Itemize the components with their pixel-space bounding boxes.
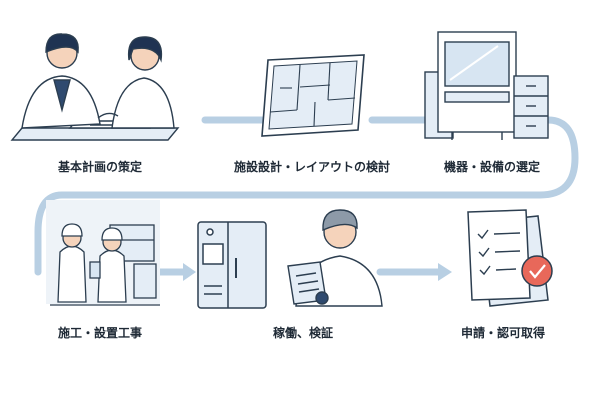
step-label-equipment-selection: 機器・設備の選定 bbox=[443, 160, 541, 174]
arrow-head-4-5 bbox=[183, 263, 196, 281]
floor-plan-icon bbox=[261, 54, 365, 137]
flow-connectors bbox=[34, 116, 579, 276]
step-label-basic-planning: 基本計画の策定 bbox=[57, 160, 143, 174]
connector-3-4-curve bbox=[34, 116, 579, 276]
step-label-facility-design: 施設設計・レイアウトの検討 bbox=[233, 160, 391, 174]
engineer-with-clipboard-icon bbox=[287, 209, 383, 307]
step-label-operation-validation: 稼働、検証 bbox=[272, 326, 334, 340]
operating-machine-icon bbox=[197, 221, 267, 309]
step-label-approval: 申請・認可取得 bbox=[460, 326, 546, 340]
step-label-construction: 施工・設置工事 bbox=[57, 326, 143, 340]
approval-document-icon bbox=[467, 209, 553, 307]
arrow-head-5-6 bbox=[438, 263, 452, 281]
construction-workers-icon bbox=[46, 200, 160, 306]
equipment-cabinet-icon bbox=[424, 31, 549, 140]
planning-meeting-icon bbox=[10, 33, 180, 141]
